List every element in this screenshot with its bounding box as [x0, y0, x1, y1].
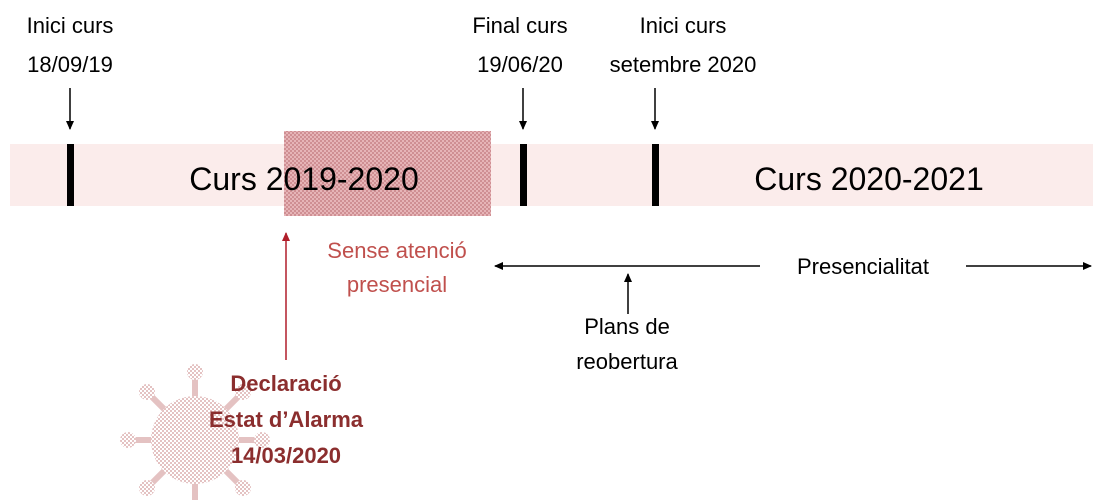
declaration-line2: Estat d’Alarma	[209, 407, 364, 432]
coronavirus-icon	[120, 364, 270, 500]
milestone-start-2020-line2: setembre 2020	[610, 52, 757, 77]
milestone-start-2019-line2: 18/09/19	[27, 52, 113, 77]
milestone-bar-start-2020	[652, 144, 659, 206]
milestone-bar-start-2019	[67, 144, 74, 206]
timeline-band	[10, 144, 1093, 206]
period-label-2019-2020: Curs 2019-2020	[189, 161, 418, 197]
milestone-start-2019-line1: Inici curs	[27, 13, 114, 38]
period-label-2020-2021: Curs 2020-2021	[754, 161, 983, 197]
declaration-line1: Declaració	[230, 371, 341, 396]
no-attendance-line1: Sense atenció	[327, 238, 466, 263]
milestone-bar-end-2020	[520, 144, 527, 206]
in-person-label: Presencialitat	[797, 254, 929, 279]
no-attendance-period	[284, 131, 491, 216]
reopening-line1: Plans de	[584, 314, 670, 339]
reopening-line2: reobertura	[576, 349, 678, 374]
milestone-end-2020-line1: Final curs	[472, 13, 567, 38]
no-attendance-line2: presencial	[347, 272, 447, 297]
milestone-start-2020-line1: Inici curs	[640, 13, 727, 38]
declaration-line3: 14/03/2020	[231, 443, 341, 468]
milestone-end-2020-line2: 19/06/20	[477, 52, 563, 77]
